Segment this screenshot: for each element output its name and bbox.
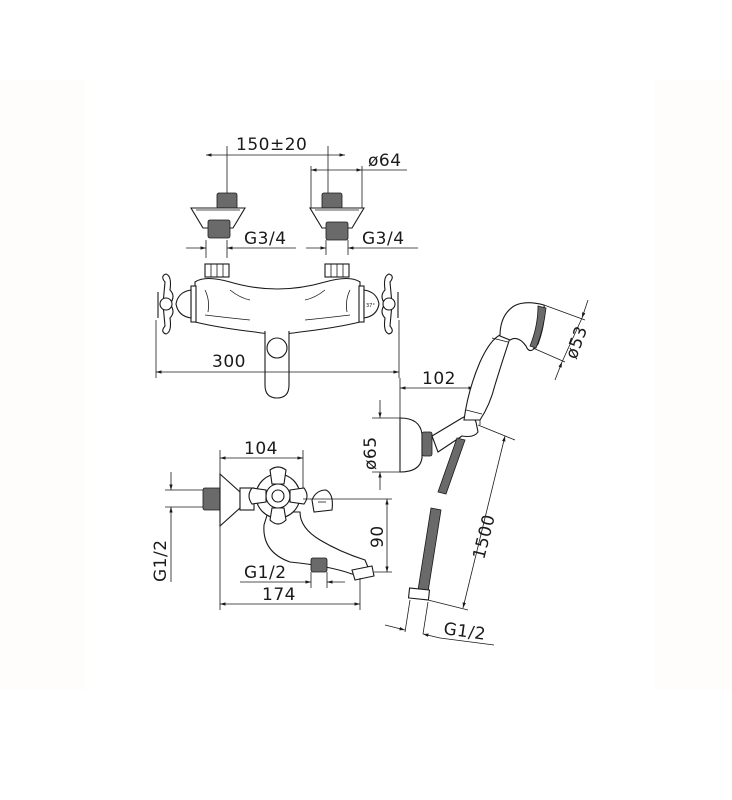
dim-flange-diameter: ø64 (368, 151, 402, 171)
dim-inlet-thread-right: G3/4 (362, 229, 405, 249)
temp-mark: 37° (366, 303, 375, 309)
dim-hand-shower-diameter: ø53 (562, 323, 592, 361)
side-view-mixer: 104 G1/2 90 (151, 439, 392, 610)
dim-side-depth: 104 (244, 439, 278, 459)
hand-shower-assembly: 102 ø65 ø53 (361, 299, 592, 495)
dim-spout-depth: 174 (262, 585, 296, 605)
dim-hose-thread: G1/2 (442, 619, 487, 645)
background-panel-left (0, 80, 85, 690)
dim-bracket-diameter: ø65 (361, 436, 381, 470)
dim-bracket-offset: 102 (422, 369, 456, 389)
background-panel-right (655, 80, 732, 690)
dim-hose-length: 1500 (469, 512, 499, 561)
dim-connector-spacing: 150±20 (236, 135, 307, 155)
dim-wall-thread: G1/2 (151, 539, 171, 582)
dim-outlet-thread: G1/2 (244, 563, 287, 583)
front-view-mixer: 37° 300 (155, 263, 400, 399)
dim-spout-height: 90 (368, 525, 388, 548)
dim-inlet-thread-left: G3/4 (244, 229, 287, 249)
dim-overall-width: 300 (212, 352, 246, 372)
eccentric-connectors: 150±20 ø64 G3/4 G3/4 (186, 135, 418, 258)
